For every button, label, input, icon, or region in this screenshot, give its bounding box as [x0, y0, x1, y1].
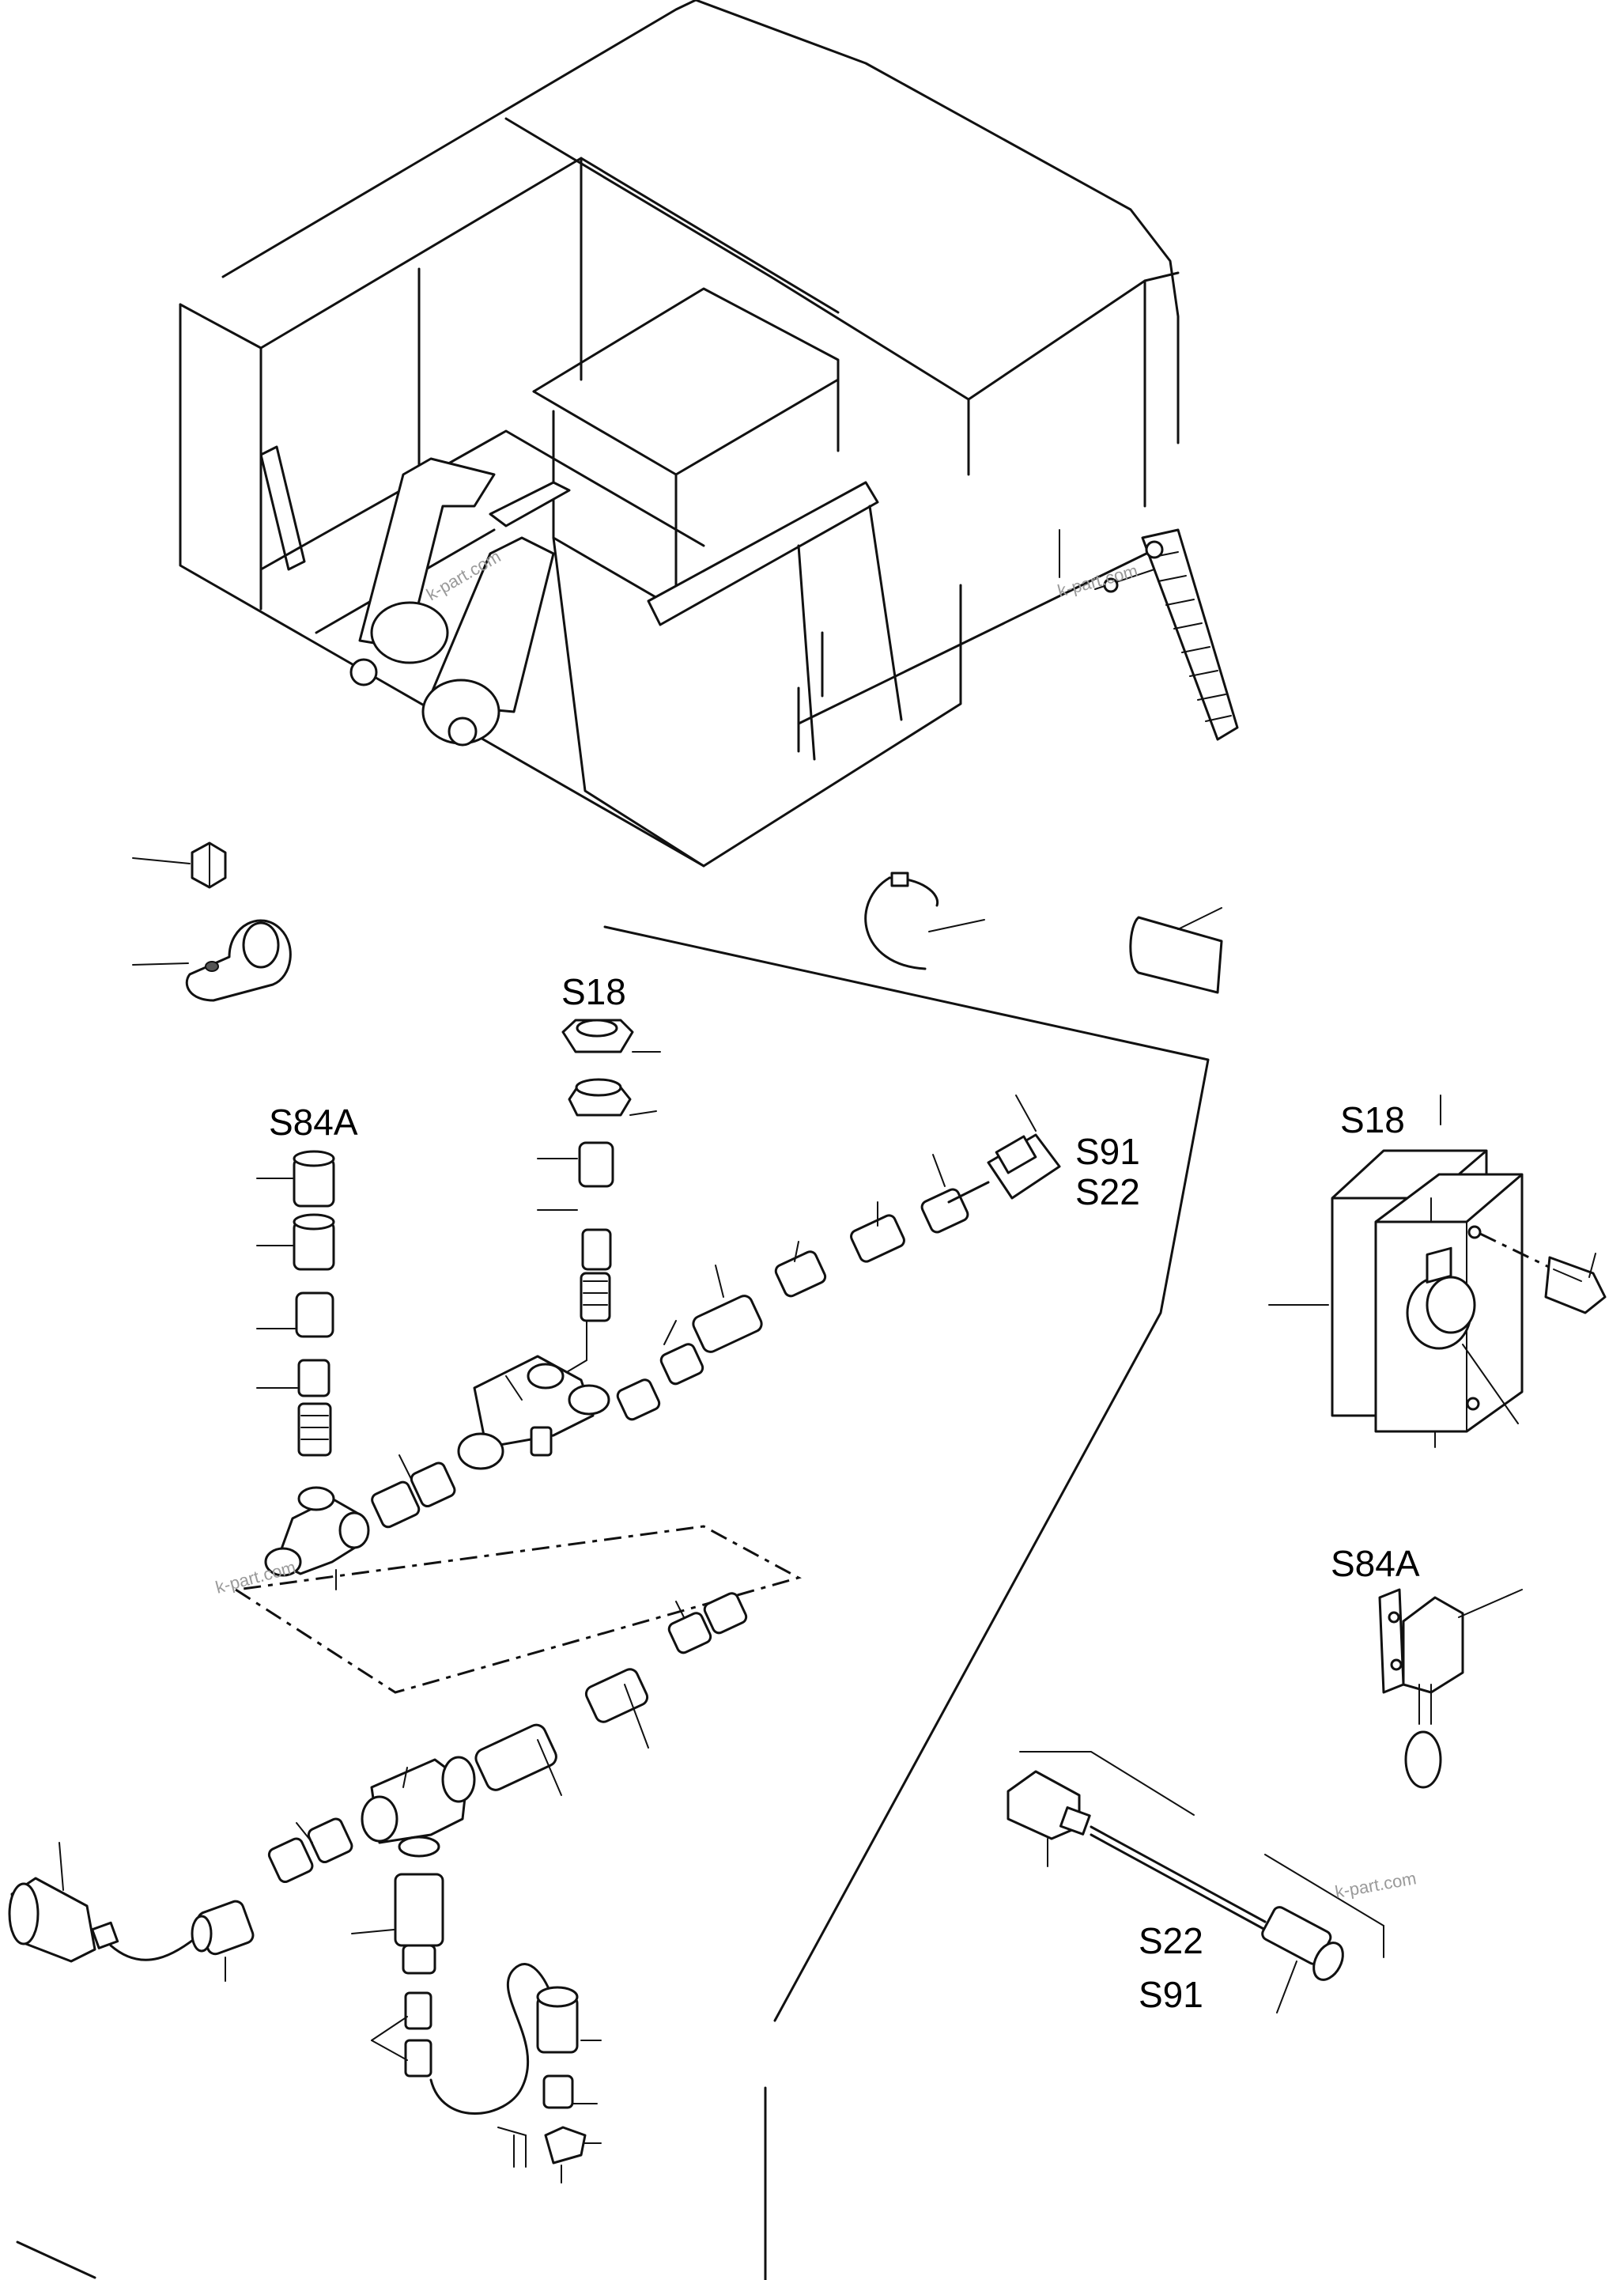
clamp-assembly	[132, 841, 292, 1002]
harness-upper: S91 S22 S84A k-part.com	[213, 1095, 1140, 1598]
dashed-link	[235, 1525, 802, 1694]
detail-frame	[16, 925, 1210, 2280]
label-s91-sensor: S91	[1139, 1974, 1203, 2015]
s22-s91-sensor: S22 S91 k-part.com	[1007, 1751, 1418, 2015]
s84a-switch: S84A	[1331, 1246, 1523, 1789]
cable-tie	[864, 872, 985, 970]
s18-switch-box: S18	[1268, 1095, 1607, 1448]
label-s22-sensor: S22	[1139, 1920, 1203, 1961]
label-s18-top: S18	[561, 971, 626, 1012]
label-s84a-left: S84A	[269, 1102, 358, 1143]
harness-lower	[8, 1592, 748, 2184]
machine-body: k-part.com k-part.com	[179, 0, 1239, 868]
watermark: k-part.com	[1334, 1868, 1418, 1902]
label-s84a-switch: S84A	[1331, 1543, 1420, 1584]
watermark: k-part.com	[1056, 561, 1140, 601]
label-s22-connector: S22	[1075, 1171, 1140, 1212]
label-s91-connector: S91	[1075, 1131, 1140, 1172]
watermark: k-part.com	[213, 1557, 298, 1598]
s18-component-stack: S18	[537, 971, 661, 1381]
label-s18-box: S18	[1340, 1099, 1405, 1140]
protective-tube	[1129, 907, 1223, 994]
